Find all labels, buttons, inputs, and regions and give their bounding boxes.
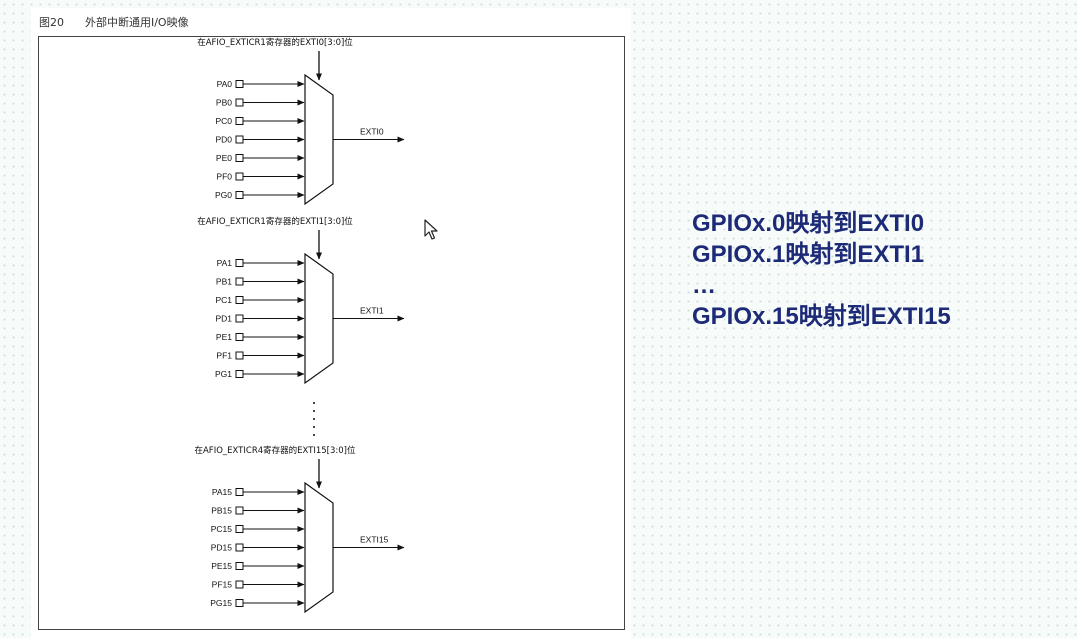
summary-line-exti0: GPIOx.0映射到EXTI0 (692, 210, 925, 237)
pin-terminal (235, 117, 244, 125)
pin-terminal (235, 154, 244, 162)
pin-label: PD15 (211, 543, 233, 553)
output-label: EXTI15 (360, 535, 389, 545)
mux-block-exti15: 在AFIO_EXTICR4寄存器的EXTI15[3:0]位 PA15PB15PC1… (194, 445, 405, 614)
pin-label: PB15 (211, 506, 232, 516)
multiplexer-shape (304, 481, 334, 614)
pin-label: PC0 (215, 116, 232, 126)
pin-label: PG0 (215, 190, 232, 200)
pin-terminal (235, 580, 244, 589)
pin-label: PB0 (216, 98, 232, 108)
register-label: 在AFIO_EXTICR4寄存器的EXTI15[3:0]位 (194, 445, 356, 456)
mux-block-exti0: 在AFIO_EXTICR1寄存器的EXTI0[3:0]位 PA0PB0PC0PD0… (197, 37, 405, 206)
register-label: 在AFIO_EXTICR1寄存器的EXTI0[3:0]位 (197, 37, 353, 48)
pin-terminal (235, 191, 244, 199)
pin-terminal (235, 277, 244, 286)
pin-terminal (235, 333, 244, 341)
ellipsis-dot (313, 402, 315, 404)
document-page: 图20 外部中断通用I/O映像 在AFIO_EXTICR1寄存器的EXTI0[3… (31, 8, 631, 638)
pin-label: PA15 (212, 487, 232, 497)
figure-frame (38, 36, 625, 630)
pin-terminal (235, 562, 244, 570)
register-label: 在AFIO_EXTICR1寄存器的EXTI1[3:0]位 (197, 216, 353, 227)
pin-label: PA0 (217, 79, 233, 89)
pin-terminal (235, 314, 244, 323)
pin-terminal (235, 525, 244, 533)
pin-label: PB1 (216, 277, 232, 287)
output-label: EXTI1 (360, 306, 384, 316)
pin-terminal (235, 351, 244, 360)
output-label: EXTI0 (360, 127, 384, 137)
figure-caption: 图20 外部中断通用I/O映像 (39, 14, 189, 30)
pin-terminal (235, 135, 244, 144)
ellipsis-dot (313, 426, 315, 428)
ellipsis-dot (313, 434, 315, 436)
pin-label: PC1 (215, 295, 232, 305)
pin-label: PD1 (215, 314, 232, 324)
figure-number: 图20 (39, 16, 64, 29)
summary-line-exti1: GPIOx.1映射到EXTI1 (692, 241, 925, 268)
pin-terminal (235, 543, 244, 552)
pin-label: PA1 (217, 258, 233, 268)
mux-block-exti1: 在AFIO_EXTICR1寄存器的EXTI1[3:0]位 PA1PB1PC1PD1… (197, 216, 405, 385)
pin-label: PG1 (215, 369, 232, 379)
exti-mapping-diagram: 在AFIO_EXTICR1寄存器的EXTI0[3:0]位 PA0PB0PC0PD0… (194, 37, 405, 614)
summary-line-exti15: GPIOx.15映射到EXTI15 (692, 303, 951, 330)
pin-label: PF1 (216, 351, 232, 361)
pin-label: PC15 (211, 524, 233, 534)
pin-label: PD0 (215, 135, 232, 145)
pin-terminal (235, 98, 244, 107)
vertical-ellipsis (313, 402, 315, 436)
pin-terminal (235, 599, 244, 607)
pin-label: PF15 (212, 580, 233, 590)
pin-terminal (235, 296, 244, 304)
figure-title: 外部中断通用I/O映像 (84, 16, 189, 29)
ellipsis-dot (313, 418, 315, 420)
pin-terminal (235, 172, 244, 181)
ellipsis-dot (313, 410, 315, 412)
summary-ellipsis: … (692, 272, 716, 299)
multiplexer-shape (304, 252, 334, 385)
pin-label: PE1 (216, 332, 232, 342)
pin-label: PF0 (216, 172, 232, 182)
mapping-summary: GPIOx.0映射到EXTI0 GPIOx.1映射到EXTI1 … GPIOx.… (692, 208, 951, 332)
multiplexer-shape (304, 73, 334, 206)
pin-terminal (235, 370, 244, 378)
pin-terminal (235, 506, 244, 515)
pin-terminal (235, 259, 244, 267)
pin-label: PE0 (216, 153, 232, 163)
pin-terminal (235, 488, 244, 496)
pin-terminal (235, 80, 244, 88)
mouse-pointer-icon (424, 219, 438, 240)
pin-label: PG15 (210, 598, 232, 608)
pin-label: PE15 (211, 561, 232, 571)
